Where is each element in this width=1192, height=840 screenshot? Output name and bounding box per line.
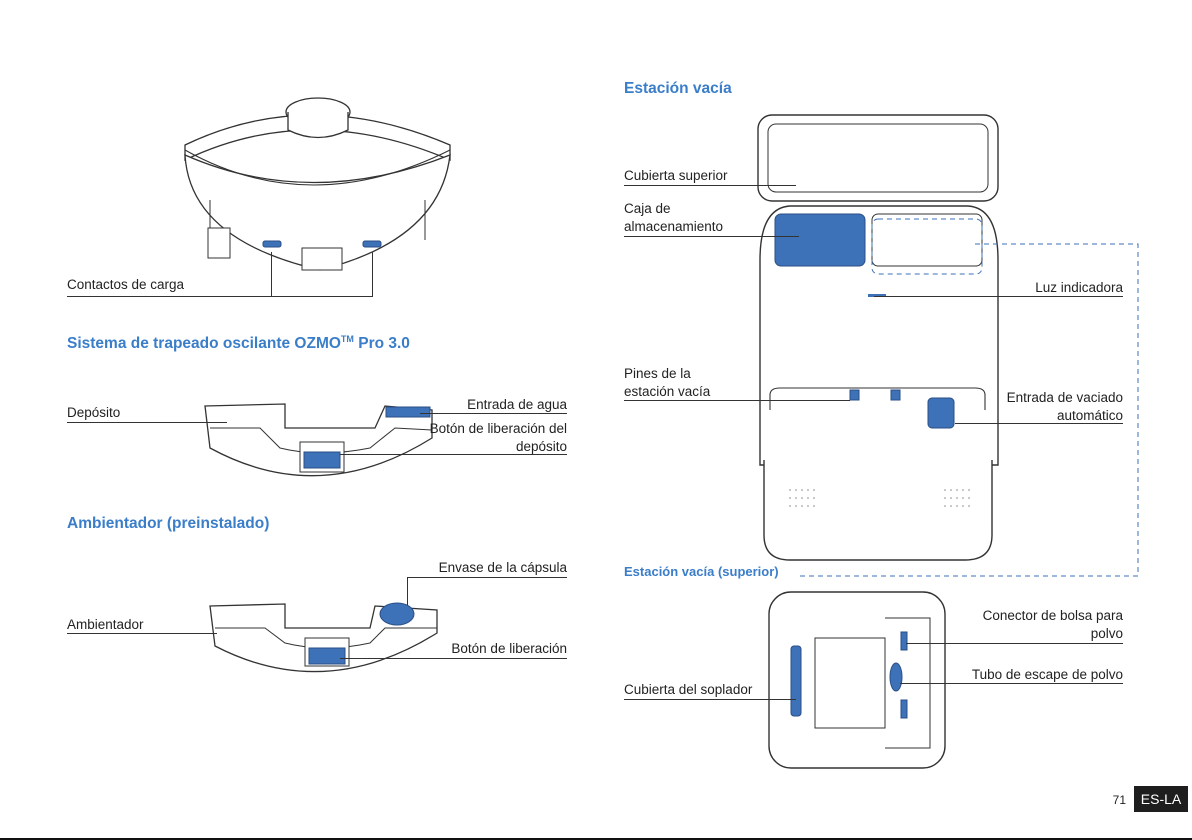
indicator-label: Luz indicadora — [1035, 280, 1123, 295]
indicator-rule — [874, 296, 1123, 297]
auto-inlet-rule — [955, 423, 1123, 424]
pins-label: Pines de la estación vacía — [624, 366, 711, 399]
capsule-label: Envase de la cápsula — [438, 560, 567, 575]
storage-box-label: Caja de almacenamiento — [624, 201, 724, 234]
auto-inlet-label: Entrada de vaciado automático — [1006, 390, 1123, 423]
pins-rule — [624, 400, 850, 401]
charging-contacts-leader-left — [271, 252, 272, 296]
blower-cover-label: Cubierta del soplador — [624, 682, 753, 697]
bag-connector-label: Conector de bolsa para polvo — [982, 608, 1123, 641]
charging-contacts-label: Contactos de carga — [67, 277, 185, 292]
mop-tank-illustration — [204, 403, 433, 477]
water-inlet-label: Entrada de agua — [467, 397, 567, 412]
dashed-connector — [800, 218, 1139, 577]
tank-rule — [67, 422, 227, 423]
mop-system-heading: Sistema de trapeado oscilante OZMOTM Pro… — [67, 334, 410, 353]
exhaust-tube-rule — [900, 683, 1123, 684]
charging-contacts-leader-right — [372, 252, 373, 296]
station-heading: Estación vacía — [624, 80, 732, 97]
station-top-illustration — [768, 591, 946, 769]
blower-cover-rule — [624, 699, 796, 700]
tank-label: Depósito — [67, 405, 121, 420]
page-number: 71 — [1112, 793, 1126, 807]
top-cover-rule — [624, 185, 796, 186]
freshener-release-label: Botón de liberación — [451, 641, 567, 656]
capsule-rule — [407, 577, 567, 578]
freshener-label: Ambientador — [67, 617, 144, 632]
freshener-rule — [67, 633, 217, 634]
storage-box-rule — [624, 236, 799, 237]
charging-contacts-rule — [67, 296, 373, 297]
freshener-heading: Ambientador (preinstalado) — [67, 515, 270, 532]
freshener-illustration — [209, 602, 438, 673]
bag-connector-rule — [906, 643, 1123, 644]
exhaust-tube-label: Tubo de escape de polvo — [971, 667, 1123, 682]
water-inlet-rule — [420, 413, 567, 414]
bottom-bar — [0, 838, 1192, 840]
tank-release-label: Botón de liberación del depósito — [429, 421, 567, 454]
freshener-release-rule — [340, 658, 567, 659]
station-top-heading: Estación vacía (superior) — [624, 564, 779, 579]
tank-release-rule — [340, 454, 567, 455]
robot-illustration — [184, 97, 451, 271]
capsule-leader — [407, 577, 408, 605]
language-tag: ES-LA — [1134, 786, 1188, 812]
top-cover-label: Cubierta superior — [624, 168, 728, 183]
